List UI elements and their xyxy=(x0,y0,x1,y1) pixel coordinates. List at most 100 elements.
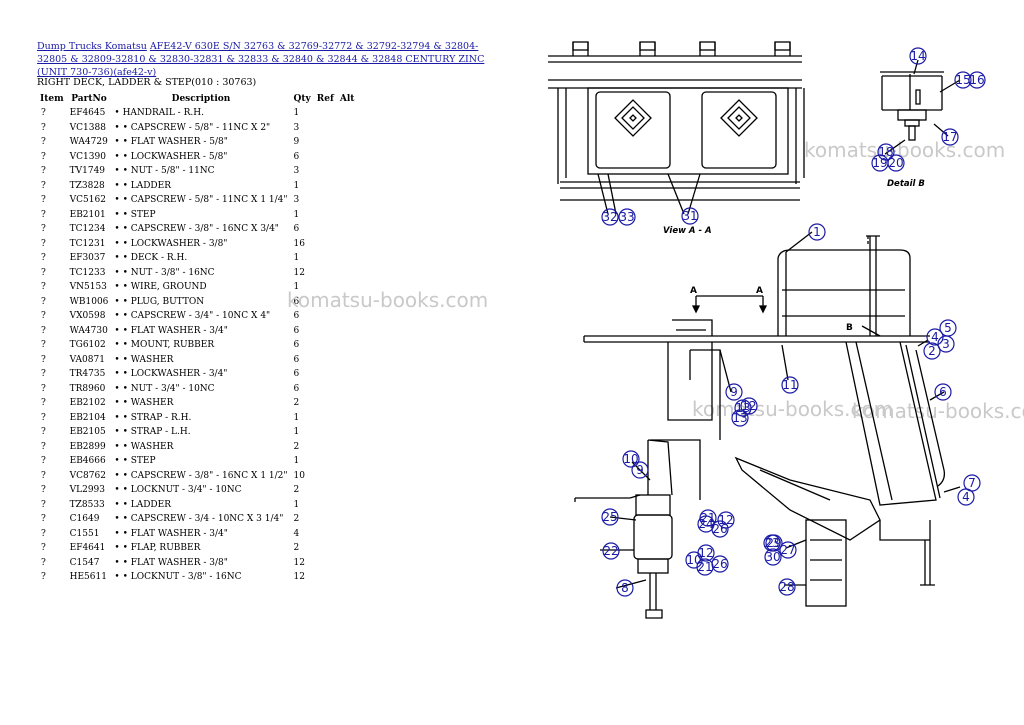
table-row: ?WA4729• • FLAT WASHER - 5/8"9 xyxy=(37,135,357,150)
cell-ref xyxy=(314,469,337,484)
cell-partno: VC8762 xyxy=(69,470,106,481)
cell-qty: 9 xyxy=(293,137,300,148)
cell-partno: TC1231 xyxy=(69,238,106,249)
callout-label: 6 xyxy=(939,385,947,399)
cell-description: • • NUT - 3/4" - 10NC xyxy=(114,383,215,394)
cell-item: ? xyxy=(41,427,46,438)
cell-item: ? xyxy=(41,311,46,322)
watermark: komatsu-books.com xyxy=(287,288,489,312)
cell-qty: 6 xyxy=(293,296,300,307)
cell-partno: VC1388 xyxy=(69,122,106,133)
cell-partno: TR4735 xyxy=(69,369,106,380)
callout-label: 12 xyxy=(698,546,713,560)
breadcrumb-link-model[interactable]: AFE42-V 630E S/N 32763 & 32769-32772 & 3… xyxy=(37,41,485,78)
cell-ref xyxy=(314,411,337,426)
cell-description: • • LOCKWASHER - 3/4" xyxy=(114,369,228,380)
cell-item: ? xyxy=(41,485,46,496)
cell-description: • • MOUNT, RUBBER xyxy=(114,340,215,351)
cell-partno: VC1390 xyxy=(69,151,106,162)
cell-ref xyxy=(314,338,337,353)
callout-label: 22 xyxy=(603,544,618,558)
cell-description: • • LOCKWASHER - 5/8" xyxy=(114,151,228,162)
cell-partno: VA0871 xyxy=(69,354,105,365)
cell-partno: TZ3828 xyxy=(69,180,105,191)
cell-item: ? xyxy=(41,441,46,452)
cell-partno: EB2101 xyxy=(69,209,106,220)
cell-description: • • DECK - R.H. xyxy=(114,253,188,264)
callout-circle xyxy=(616,579,634,597)
cell-description: • • STEP xyxy=(114,209,156,220)
callout-circle xyxy=(926,328,944,346)
cell-description: • • FLAT WASHER - 3/4" xyxy=(114,325,228,336)
callout-label: 21 xyxy=(700,511,715,525)
cell-qty: 6 xyxy=(293,354,300,365)
cell-partno: EB2105 xyxy=(69,427,106,438)
cell-qty: 2 xyxy=(293,514,300,525)
cell-qty: 2 xyxy=(293,441,300,452)
cell-alt xyxy=(337,164,358,179)
cell-description: • • CAPSCREW - 3/4 - 10NC X 3 1/4" xyxy=(114,514,284,525)
callout-circle xyxy=(622,450,640,468)
cell-ref xyxy=(314,251,337,266)
cell-partno: TC1233 xyxy=(69,267,106,278)
cell-partno: C1551 xyxy=(69,528,100,539)
callout-label: 2 xyxy=(928,344,936,358)
callout-label: 26 xyxy=(712,557,727,571)
cell-alt xyxy=(337,411,358,426)
cell-alt xyxy=(337,469,358,484)
cell-item: ? xyxy=(41,398,46,409)
col-header-alt: Alt xyxy=(339,93,355,104)
cell-qty: 1 xyxy=(293,456,300,467)
table-row: ?VX0598• • CAPSCREW - 3/4" - 10NC X 4"6 xyxy=(37,309,357,324)
cell-item: ? xyxy=(41,456,46,467)
callout-label: 15 xyxy=(955,73,970,87)
cell-item: ? xyxy=(41,180,46,191)
cell-partno: EB2104 xyxy=(69,412,106,423)
cell-alt xyxy=(337,367,358,382)
cell-ref xyxy=(314,396,337,411)
cell-partno: TG6102 xyxy=(69,340,106,351)
watermark: komatsu-books.com xyxy=(804,138,1006,162)
cell-qty: 16 xyxy=(293,238,305,249)
callout-label: 1 xyxy=(813,225,821,239)
cell-partno: EF4641 xyxy=(69,543,106,554)
cell-alt xyxy=(337,121,358,136)
cell-qty: 6 xyxy=(293,311,300,322)
cell-item: ? xyxy=(41,543,46,554)
cell-qty: 12 xyxy=(293,557,305,568)
table-row: ?VC5162• • CAPSCREW - 5/8" - 11NC X 1 1/… xyxy=(37,193,357,208)
cell-item: ? xyxy=(41,354,46,365)
callout-circle xyxy=(781,376,799,394)
cell-alt xyxy=(337,338,358,353)
parts-table: Item PartNo Description Qty Ref Alt ?EF4… xyxy=(37,91,357,585)
cell-partno: TR8960 xyxy=(69,383,106,394)
callout-label: 16 xyxy=(969,73,984,87)
cell-partno: C1547 xyxy=(69,557,100,568)
cell-qty: 1 xyxy=(293,253,300,264)
table-row: ?EB2104• • STRAP - R.H.1 xyxy=(37,411,357,426)
cell-alt xyxy=(337,382,358,397)
cell-ref xyxy=(314,556,337,571)
table-row: ?C1649• • CAPSCREW - 3/4 - 10NC X 3 1/4"… xyxy=(37,512,357,527)
cell-alt xyxy=(337,396,358,411)
breadcrumb-link-dump-trucks[interactable]: Dump Trucks Komatsu xyxy=(37,41,147,52)
callout-circle xyxy=(601,208,619,226)
callout-circle xyxy=(779,541,797,559)
cell-partno: EB2899 xyxy=(69,441,106,452)
cell-qty: 6 xyxy=(293,224,300,235)
table-row: ?C1551• • FLAT WASHER - 3/4"4 xyxy=(37,527,357,542)
callout-circle xyxy=(934,383,952,401)
cell-qty: 6 xyxy=(293,383,300,394)
callout-label: 17 xyxy=(942,130,957,144)
table-row: ?C1547• • FLAT WASHER - 3/8"12 xyxy=(37,556,357,571)
detail-marker-b: B xyxy=(846,323,853,333)
callout-label: 12 xyxy=(718,513,733,527)
col-header-item: Item xyxy=(40,93,64,104)
callout-label: 4 xyxy=(962,490,970,504)
